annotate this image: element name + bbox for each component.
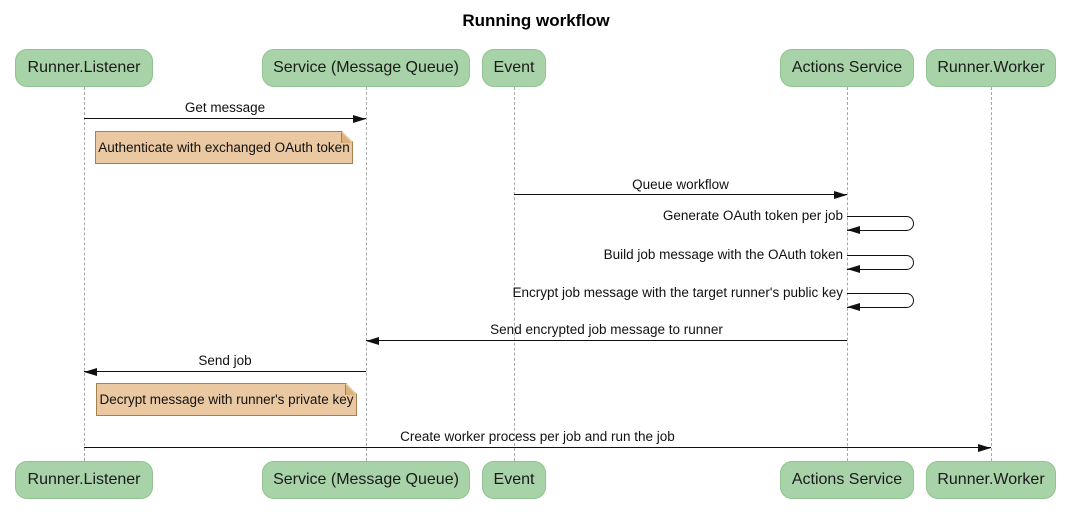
message-arrow-get-message [84,115,366,123]
actor-label: Event [493,59,535,76]
actor-label: Runner.Listener [27,59,141,76]
actor-bottom-actions-service: Actions Service [780,461,914,499]
arrowhead-left-icon [847,226,860,234]
actor-label: Runner.Worker [937,471,1045,488]
actor-top-actions-service: Actions Service [780,49,914,87]
arrowhead-left-icon [366,337,379,345]
message-label-create-worker-process: Create worker process per job and run th… [400,429,675,444]
self-loop-build-job-message [847,255,914,273]
actor-top-service-message-queue: Service (Message Queue) [262,49,470,87]
arrowhead-right-icon [353,115,366,123]
message-label-send-encrypted-job-message: Send encrypted job message to runner [490,322,723,337]
message-arrow-queue-workflow [514,191,847,199]
lifeline-service-message-queue [365,87,367,461]
arrowhead-left-icon [847,303,860,311]
message-label-queue-workflow: Queue workflow [632,177,729,192]
lifeline-runner-worker [990,87,992,461]
message-label-encrypt-job-message: Encrypt job message with the target runn… [512,285,844,300]
note-text: Decrypt message with runner's private ke… [99,392,354,407]
actor-top-runner-listener: Runner.Listener [15,49,153,87]
actor-label: Runner.Listener [27,471,141,488]
arrowhead-left-icon [847,265,860,273]
actor-bottom-service-message-queue: Service (Message Queue) [262,461,470,499]
message-label-send-job: Send job [198,353,252,368]
actor-label: Actions Service [791,471,903,488]
note-authenticate-oauth: Authenticate with exchanged OAuth token [95,131,353,164]
actor-bottom-runner-listener: Runner.Listener [15,461,153,499]
message-label-get-message: Get message [184,100,266,115]
self-loop-generate-oauth-token [847,216,914,234]
note-decrypt-message: Decrypt message with runner's private ke… [96,383,357,416]
self-loop-encrypt-job-message [847,293,914,311]
note-fold-icon [345,384,356,395]
message-arrow-send-encrypted-job-message [366,337,847,345]
actor-label: Service (Message Queue) [273,59,459,76]
diagram-title: Running workflow [462,11,610,30]
arrowhead-right-icon [834,191,847,199]
lifeline-actions-service [846,87,848,461]
actor-top-runner-worker: Runner.Worker [926,49,1056,87]
lifeline-runner-listener [83,87,85,461]
arrowhead-right-icon [978,444,991,452]
message-arrow-send-job [84,368,366,376]
note-fold-icon [341,132,352,143]
actor-label: Runner.Worker [937,59,1045,76]
message-label-build-job-message: Build job message with the OAuth token [603,247,843,262]
actor-label: Event [493,471,535,488]
message-arrow-create-worker-process [84,444,991,452]
actor-label: Actions Service [791,59,903,76]
lifeline-event [513,87,515,461]
actor-bottom-event: Event [482,461,546,499]
message-label-generate-oauth-token: Generate OAuth token per job [662,208,843,223]
arrowhead-left-icon [84,368,97,376]
actor-top-event: Event [482,49,546,87]
actor-label: Service (Message Queue) [273,471,459,488]
note-text: Authenticate with exchanged OAuth token [98,140,350,155]
actor-bottom-runner-worker: Runner.Worker [926,461,1056,499]
